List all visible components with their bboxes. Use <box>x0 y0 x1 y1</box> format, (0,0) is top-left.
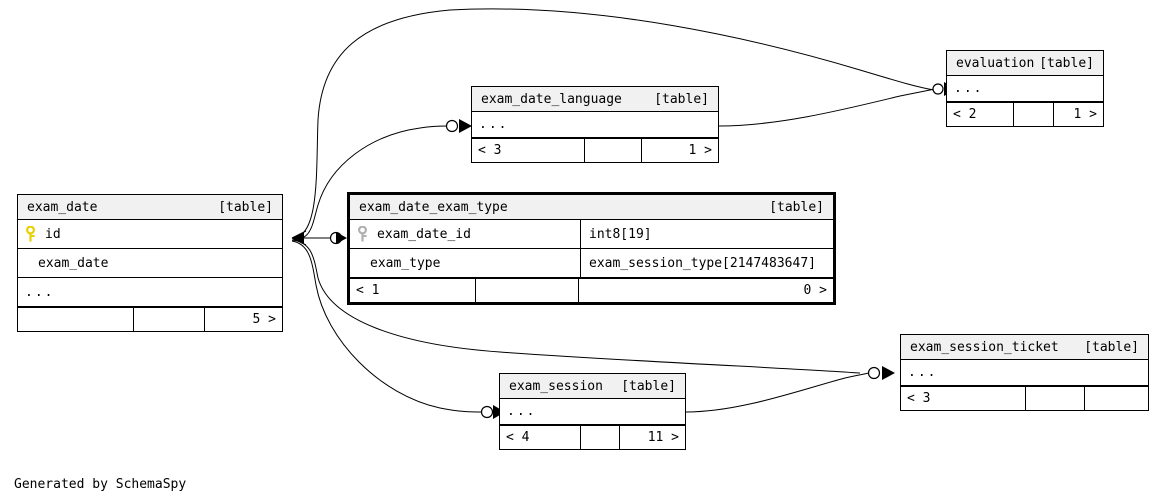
crowfoot-tick-exam-date-b <box>291 237 307 246</box>
edge-exam-session-to-exam-session-ticket <box>685 372 870 413</box>
table-exam-date[interactable]: exam_date [table] id exam_date ... 5 > <box>17 194 283 332</box>
footer-middle <box>475 279 579 302</box>
table-exam-session-footer: < 4 11 > <box>500 425 685 449</box>
crowfoot-exam-date-exam-type <box>336 232 347 244</box>
foreign-key-icon <box>357 226 368 242</box>
table-exam-date-language[interactable]: exam_date_language [table] ... < 3 1 > <box>471 86 719 163</box>
table-row[interactable]: exam_date_id int8[19] <box>350 220 833 249</box>
generated-by-credit: Generated by SchemaSpy <box>14 477 187 492</box>
footer-middle <box>584 139 642 162</box>
edge-exam-date-language-to-evaluation <box>718 88 936 127</box>
joint-exam-date-exam-type <box>329 231 343 245</box>
footer-children-count[interactable]: 1 > <box>688 143 712 158</box>
more-columns-ellipsis: ... <box>901 360 1148 386</box>
column-type: int8[19] <box>580 220 833 248</box>
table-row[interactable]: exam_date <box>18 249 282 278</box>
joint-exam-session <box>480 405 494 419</box>
table-exam-date-tag: [table] <box>218 199 273 215</box>
table-exam-session-ticket-header: exam_session_ticket [table] <box>901 335 1148 360</box>
table-exam-session-ticket[interactable]: exam_session_ticket [table] ... < 3 <box>900 334 1149 411</box>
table-exam-date-footer: 5 > <box>18 307 282 331</box>
footer-middle <box>1025 387 1085 410</box>
footer-parents-count[interactable]: < 3 <box>478 143 502 158</box>
table-exam-session-ticket-footer: < 3 <box>901 386 1148 410</box>
table-exam-session-name: exam_session <box>509 378 603 394</box>
table-evaluation[interactable]: evaluation [table] ... < 2 1 > <box>946 50 1104 127</box>
table-evaluation-footer: < 2 1 > <box>947 102 1103 126</box>
primary-key-icon <box>25 226 36 242</box>
footer-parents-count[interactable]: < 2 <box>953 107 977 122</box>
footer-middle <box>1013 103 1054 126</box>
footer-middle <box>133 308 205 331</box>
table-evaluation-header: evaluation [table] <box>947 51 1103 76</box>
table-exam-date-exam-type-header: exam_date_exam_type [table] <box>350 195 833 220</box>
column-cell: exam_date <box>18 257 282 270</box>
crowfoot-tick-exam-date-a <box>291 230 307 239</box>
column-name: id <box>45 226 61 242</box>
column-name: exam_type <box>370 256 441 270</box>
column-type: exam_session_type[2147483647] <box>580 249 833 277</box>
table-exam-date-exam-type-tag: [table] <box>769 199 824 215</box>
table-exam-session-header: exam_session [table] <box>500 374 685 399</box>
footer-parents-count[interactable]: < 4 <box>506 430 530 445</box>
table-row[interactable]: id <box>18 220 282 249</box>
footer-children-count[interactable]: 0 > <box>803 283 827 298</box>
joint-exam-date-language <box>445 119 459 133</box>
table-exam-date-language-header: exam_date_language [table] <box>472 87 718 112</box>
footer-children-count[interactable]: 5 > <box>252 312 276 327</box>
table-exam-session-ticket-tag: [table] <box>1084 339 1139 355</box>
table-exam-date-exam-type[interactable]: exam_date_exam_type [table] exam_date_id… <box>347 192 836 305</box>
table-exam-date-language-tag: [table] <box>654 91 709 107</box>
table-exam-date-exam-type-name: exam_date_exam_type <box>359 199 508 215</box>
footer-children-count[interactable]: 1 > <box>1073 107 1097 122</box>
table-evaluation-name: evaluation <box>956 55 1035 71</box>
more-columns-ellipsis: ... <box>947 76 1103 102</box>
footer-children-count[interactable] <box>1085 387 1148 410</box>
crowfoot-exam-date <box>292 232 304 244</box>
footer-parents-count[interactable]: < 3 <box>907 391 931 406</box>
column-name: exam_date <box>38 256 109 270</box>
table-exam-session-tag: [table] <box>621 378 676 394</box>
footer-children-count[interactable]: 11 > <box>647 430 679 445</box>
table-evaluation-tag: [table] <box>1039 55 1094 71</box>
table-exam-date-exam-type-footer: < 1 0 > <box>350 278 833 302</box>
footer-middle <box>580 426 620 449</box>
more-columns-ellipsis: ... <box>500 399 685 425</box>
column-cell: exam_type <box>350 257 580 270</box>
more-columns-ellipsis: ... <box>18 278 282 307</box>
joint-evaluation <box>932 83 944 95</box>
table-exam-date-name: exam_date <box>27 199 98 215</box>
column-cell: id <box>18 226 282 242</box>
footer-parents-count[interactable] <box>18 308 133 331</box>
column-cell: exam_date_id <box>350 226 580 242</box>
table-exam-date-header: exam_date [table] <box>18 195 282 220</box>
table-exam-date-language-name: exam_date_language <box>481 91 622 107</box>
column-name: exam_date_id <box>377 226 471 242</box>
joint-exam-session-ticket <box>867 366 881 380</box>
table-exam-session[interactable]: exam_session [table] ... < 4 11 > <box>499 373 686 450</box>
table-exam-session-ticket-name: exam_session_ticket <box>910 339 1059 355</box>
footer-parents-count[interactable]: < 1 <box>356 283 380 298</box>
more-columns-ellipsis: ... <box>472 112 718 138</box>
table-exam-date-language-footer: < 3 1 > <box>472 138 718 162</box>
crowfoot-exam-session-ticket <box>882 366 895 380</box>
table-row[interactable]: exam_type exam_session_type[2147483647] <box>350 249 833 278</box>
